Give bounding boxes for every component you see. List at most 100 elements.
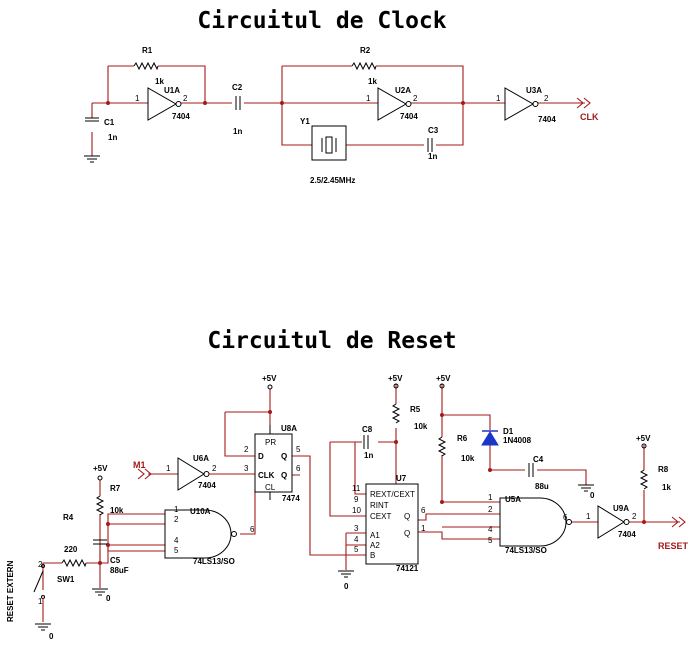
gnd-label-c5: 0 bbox=[106, 594, 111, 603]
ground-c5-icon bbox=[92, 588, 108, 596]
c8-ref: C8 bbox=[362, 425, 373, 434]
svg-text:5: 5 bbox=[174, 546, 179, 555]
gnd-label-switch: 0 bbox=[49, 632, 54, 641]
svg-text:2: 2 bbox=[38, 560, 43, 569]
u7-ref: U7 bbox=[396, 474, 407, 483]
u3a-pin-out: 2 bbox=[544, 94, 549, 103]
svg-text:2: 2 bbox=[632, 512, 637, 521]
clock-circuit: R1 1k C1 1n U1A 7404 1 2 C2 1n bbox=[84, 46, 599, 185]
r7-value: 10k bbox=[110, 506, 124, 515]
c3-value: 1n bbox=[428, 152, 437, 161]
svg-text:10: 10 bbox=[352, 506, 361, 515]
u8a-flip-flop: U8A D Q CLK Q PR CL 2 3 5 6 7474 bbox=[244, 424, 301, 503]
c1-ref: C1 bbox=[104, 118, 115, 127]
m1-port-icon bbox=[137, 468, 152, 480]
r2-value: 1k bbox=[368, 77, 377, 86]
ground-switch-icon bbox=[35, 623, 51, 631]
svg-text:2: 2 bbox=[488, 505, 493, 514]
r8-value: 1k bbox=[662, 483, 671, 492]
u1a-ref: U1A bbox=[164, 86, 180, 95]
u2a-pin-in: 1 bbox=[366, 94, 371, 103]
u5a-ref: U5A bbox=[505, 495, 521, 504]
c3-ref: C3 bbox=[428, 126, 439, 135]
svg-text:2: 2 bbox=[244, 445, 249, 454]
svg-text:Q: Q bbox=[281, 471, 287, 480]
clock-title: Circuitul de Clock bbox=[197, 8, 446, 34]
gnd-label-c4: 0 bbox=[590, 491, 595, 500]
u3a-inverter: U3A 7404 1 2 bbox=[496, 86, 556, 124]
r5-value: 10k bbox=[414, 422, 428, 431]
u6a-part: 7404 bbox=[198, 481, 216, 490]
r5-ref: R5 bbox=[410, 405, 421, 414]
d1-ref: D1 bbox=[503, 427, 514, 436]
clock-ground-icon bbox=[84, 155, 100, 163]
u5a-nand-gate: U5A 74LS13/SO 1 2 4 5 6 bbox=[488, 493, 572, 555]
u1a-pin-out: 2 bbox=[183, 94, 188, 103]
c5-value: 88uF bbox=[110, 566, 129, 575]
m1-net-label: M1 bbox=[133, 460, 146, 470]
u1a-part: 7404 bbox=[172, 112, 190, 121]
ground-u7-icon bbox=[338, 570, 354, 578]
c5-capacitor: C5 88uF bbox=[93, 539, 129, 575]
svg-text:B: B bbox=[370, 551, 375, 560]
u5a-part: 74LS13/SO bbox=[505, 546, 547, 555]
svg-text:1: 1 bbox=[488, 493, 493, 502]
u2a-pin-out: 2 bbox=[413, 94, 418, 103]
svg-text:3: 3 bbox=[244, 464, 249, 473]
u2a-inverter: U2A 7404 1 2 bbox=[366, 86, 418, 121]
c4-ref: C4 bbox=[533, 455, 544, 464]
svg-text:REXT/CEXT: REXT/CEXT bbox=[370, 490, 415, 499]
svg-text:1: 1 bbox=[586, 512, 591, 521]
clk-port-icon bbox=[576, 97, 591, 109]
r5-resistor: R5 10k bbox=[391, 403, 428, 431]
r4-ref: R4 bbox=[63, 513, 74, 522]
svg-text:D: D bbox=[258, 452, 264, 461]
gnd-label-u7: 0 bbox=[344, 582, 349, 591]
y1-value: 2.5/2.45MHz bbox=[310, 176, 355, 185]
r6-resistor: R6 10k bbox=[437, 434, 475, 463]
u6a-inverter: U6A 7404 1 2 bbox=[166, 454, 217, 491]
r8-resistor: R8 1k bbox=[639, 465, 671, 492]
svg-text:4: 4 bbox=[488, 525, 493, 534]
c1-value: 1n bbox=[108, 133, 117, 142]
u9a-inverter: U9A 7404 1 2 bbox=[586, 504, 637, 539]
r6-ref: R6 bbox=[457, 434, 468, 443]
r1-value: 1k bbox=[155, 77, 164, 86]
svg-text:6: 6 bbox=[250, 525, 255, 534]
svg-text:2: 2 bbox=[212, 464, 217, 473]
svg-text:4: 4 bbox=[174, 536, 179, 545]
c8-capacitor: C8 1n bbox=[362, 425, 373, 460]
svg-text:Q: Q bbox=[404, 512, 410, 521]
svg-text:2: 2 bbox=[174, 515, 179, 524]
c4-capacitor: C4 88u bbox=[528, 455, 549, 491]
reset-port-icon bbox=[671, 516, 686, 528]
u7-monostable: U7 REXT/CEXT RINT CEXT A1 A2 B Q Q 11 9 … bbox=[352, 474, 426, 573]
c2-value: 1n bbox=[233, 127, 242, 136]
reset-net-label: RESET bbox=[658, 541, 689, 551]
svg-text:3: 3 bbox=[354, 524, 359, 533]
u9a-part: 7404 bbox=[618, 530, 636, 539]
ground-c4-icon bbox=[578, 484, 594, 492]
sw1-switch: SW1 2 1 bbox=[33, 560, 75, 606]
r6-value: 10k bbox=[461, 454, 475, 463]
sw1-ref: SW1 bbox=[57, 575, 75, 584]
r7-resistor: R7 10k bbox=[95, 484, 124, 516]
r4-resistor: R4 220 bbox=[61, 513, 87, 568]
svg-text:CEXT: CEXT bbox=[370, 512, 391, 521]
vcc-u8a-label: +5V bbox=[262, 374, 277, 383]
svg-text:1: 1 bbox=[421, 524, 426, 533]
svg-text:1: 1 bbox=[166, 464, 171, 473]
c3-capacitor: C3 1n bbox=[427, 126, 439, 161]
r4-value: 220 bbox=[64, 545, 78, 554]
u10a-ref: U10A bbox=[190, 507, 211, 516]
clk-net-label: CLK bbox=[580, 112, 599, 122]
vcc-r6-label: +5V bbox=[436, 374, 451, 383]
svg-text:RINT: RINT bbox=[370, 501, 389, 510]
svg-text:5: 5 bbox=[296, 445, 301, 454]
u3a-ref: U3A bbox=[526, 86, 542, 95]
vcc-r8-label: +5V bbox=[636, 434, 651, 443]
u9a-ref: U9A bbox=[613, 504, 629, 513]
r7-ref: R7 bbox=[110, 484, 121, 493]
switch-label: RESET EXTERN bbox=[6, 560, 15, 622]
